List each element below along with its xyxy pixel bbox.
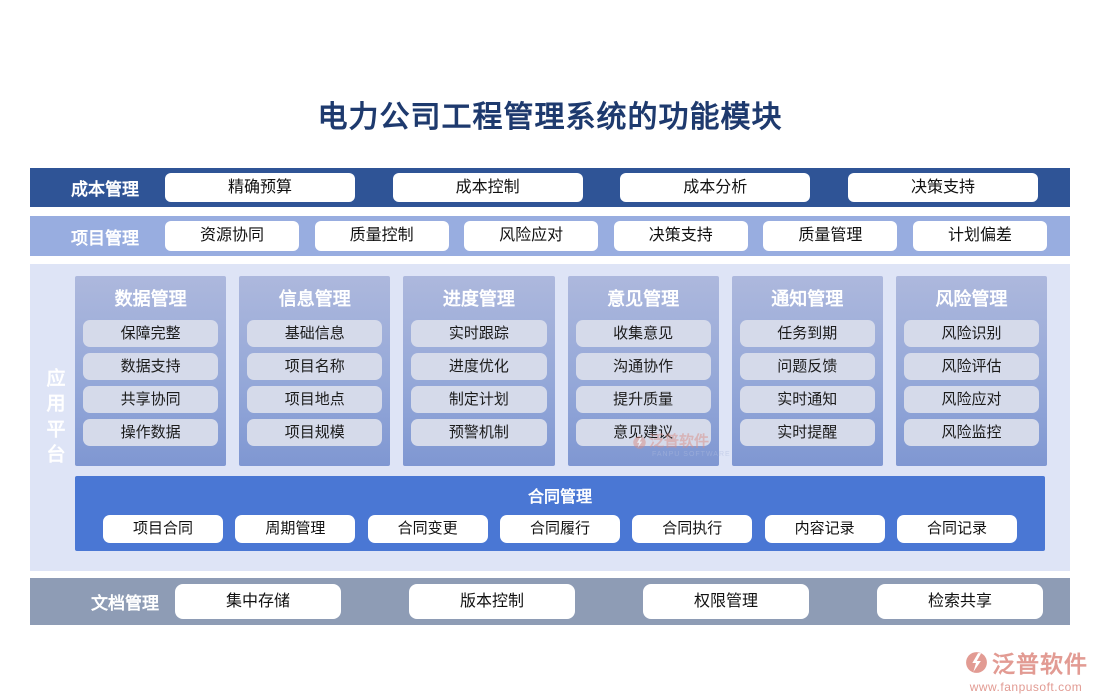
- module-item[interactable]: 实时提醒: [739, 419, 875, 446]
- column-notice-management: 通知管理 任务到期 问题反馈 实时通知 实时提醒: [731, 276, 883, 466]
- page-title: 电力公司工程管理系统的功能模块: [317, 101, 783, 134]
- module-item[interactable]: 实时通知: [739, 386, 875, 413]
- column-progress-management: 进度管理 实时跟踪 进度优化 制定计划 预警机制: [403, 276, 555, 466]
- cost-button-accurate-budget[interactable]: 精确预算: [165, 173, 355, 202]
- module-item[interactable]: 风险识别: [903, 320, 1040, 347]
- module-item[interactable]: 预警机制: [411, 419, 547, 446]
- project-button-quality-management[interactable]: 质量管理: [763, 221, 898, 251]
- project-management-buttons: 资源协同 质量控制 风险应对 决策支持 质量管理 计划偏差: [165, 221, 1047, 251]
- cost-button-cost-control[interactable]: 成本控制: [392, 173, 583, 202]
- column-header: 信息管理: [278, 289, 351, 309]
- fanpu-logo-icon: [966, 651, 987, 673]
- module-item[interactable]: 实时跟踪: [411, 320, 547, 347]
- module-item[interactable]: 提升质量: [575, 386, 711, 413]
- doc-button-search-share[interactable]: 检索共享: [877, 584, 1043, 619]
- document-management-bar: 文档管理 集中存储 版本控制 权限管理 检索共享: [30, 578, 1070, 625]
- module-item[interactable]: 风险应对: [903, 386, 1040, 413]
- doc-button-permission-management[interactable]: 权限管理: [643, 584, 809, 619]
- project-button-decision-support[interactable]: 决策支持: [613, 221, 748, 251]
- column-data-management: 数据管理 保障完整 数据支持 共享协同 操作数据: [75, 276, 227, 466]
- contract-button-project-contract[interactable]: 项目合同: [103, 515, 223, 543]
- column-info-management: 信息管理 基础信息 项目名称 项目地点 项目规模: [239, 276, 391, 466]
- project-management-bar: 项目管理 资源协同 质量控制 风险应对 决策支持 质量管理 计划偏差: [30, 216, 1070, 256]
- brand-url: www.fanpusoft.com: [969, 680, 1083, 694]
- document-management-buttons: 集中存储 版本控制 权限管理 检索共享: [175, 584, 1043, 619]
- brand-name: 泛普软件: [992, 651, 1088, 677]
- application-platform-panel: 应用平台 数据管理 保障完整 数据支持 共享协同 操作数据 信息管理 基础信息 …: [30, 264, 1070, 571]
- document-management-label: 文档管理: [91, 594, 159, 613]
- contract-management-label: 合同管理: [527, 489, 592, 506]
- project-management-label: 项目管理: [71, 228, 139, 248]
- column-header: 意见管理: [607, 289, 680, 309]
- project-button-quality-control[interactable]: 质量控制: [314, 221, 449, 251]
- doc-button-central-storage[interactable]: 集中存储: [175, 584, 341, 619]
- cost-button-decision-support[interactable]: 决策支持: [847, 173, 1038, 202]
- doc-button-version-control[interactable]: 版本控制: [409, 584, 575, 619]
- module-item[interactable]: 数据支持: [83, 353, 219, 380]
- column-header: 风险管理: [935, 289, 1008, 309]
- application-platform-label: 应用平台: [46, 368, 66, 467]
- module-item[interactable]: 保障完整: [83, 320, 219, 347]
- module-item[interactable]: 进度优化: [411, 353, 547, 380]
- module-item[interactable]: 沟通协作: [575, 353, 711, 380]
- module-item[interactable]: 风险监控: [903, 419, 1040, 446]
- module-item[interactable]: 基础信息: [247, 320, 383, 347]
- module-item[interactable]: 制定计划: [411, 386, 547, 413]
- module-item[interactable]: 项目规模: [247, 419, 383, 446]
- column-header: 进度管理: [442, 289, 515, 309]
- contract-buttons: 项目合同 周期管理 合同变更 合同履行 合同执行 内容记录 合同记录: [103, 515, 1017, 543]
- module-item[interactable]: 项目地点: [247, 386, 383, 413]
- contract-button-contract-performance[interactable]: 合同履行: [499, 515, 620, 543]
- column-header: 数据管理: [114, 289, 187, 309]
- column-header: 通知管理: [771, 289, 844, 309]
- contract-button-contract-execution[interactable]: 合同执行: [632, 515, 753, 543]
- module-item[interactable]: 风险评估: [903, 353, 1040, 380]
- contract-button-cycle-management[interactable]: 周期管理: [235, 515, 356, 543]
- module-item[interactable]: 项目名称: [247, 353, 383, 380]
- cost-button-cost-analysis[interactable]: 成本分析: [620, 173, 811, 202]
- module-columns: 数据管理 保障完整 数据支持 共享协同 操作数据 信息管理 基础信息 项目名称 …: [75, 276, 1048, 466]
- fanpu-brand: 泛普软件 www.fanpusoft.com: [964, 645, 1088, 694]
- project-button-resource-collab[interactable]: 资源协同: [165, 221, 299, 251]
- contract-button-contract-change[interactable]: 合同变更: [367, 515, 488, 543]
- project-button-risk-response[interactable]: 风险应对: [464, 221, 599, 251]
- cost-management-label: 成本管理: [71, 180, 139, 199]
- contract-button-content-record[interactable]: 内容记录: [764, 515, 885, 543]
- column-opinion-management: 意见管理 收集意见 沟通协作 提升质量 意见建议: [567, 276, 719, 466]
- contract-button-contract-record[interactable]: 合同记录: [896, 515, 1017, 543]
- module-item[interactable]: 问题反馈: [739, 353, 875, 380]
- module-item[interactable]: 操作数据: [83, 419, 219, 446]
- project-button-plan-deviation[interactable]: 计划偏差: [912, 221, 1047, 251]
- module-item[interactable]: 共享协同: [83, 386, 219, 413]
- cost-management-buttons: 精确预算 成本控制 成本分析 决策支持: [165, 173, 1038, 202]
- contract-management-panel: 合同管理 项目合同 周期管理 合同变更 合同履行 合同执行 内容记录 合同记录: [75, 476, 1045, 551]
- module-item[interactable]: 意见建议: [575, 419, 711, 446]
- module-item[interactable]: 收集意见: [575, 320, 711, 347]
- column-risk-management: 风险管理 风险识别 风险评估 风险应对 风险监控: [895, 276, 1048, 466]
- module-item[interactable]: 任务到期: [739, 320, 875, 347]
- cost-management-bar: 成本管理 精确预算 成本控制 成本分析 决策支持: [30, 168, 1070, 207]
